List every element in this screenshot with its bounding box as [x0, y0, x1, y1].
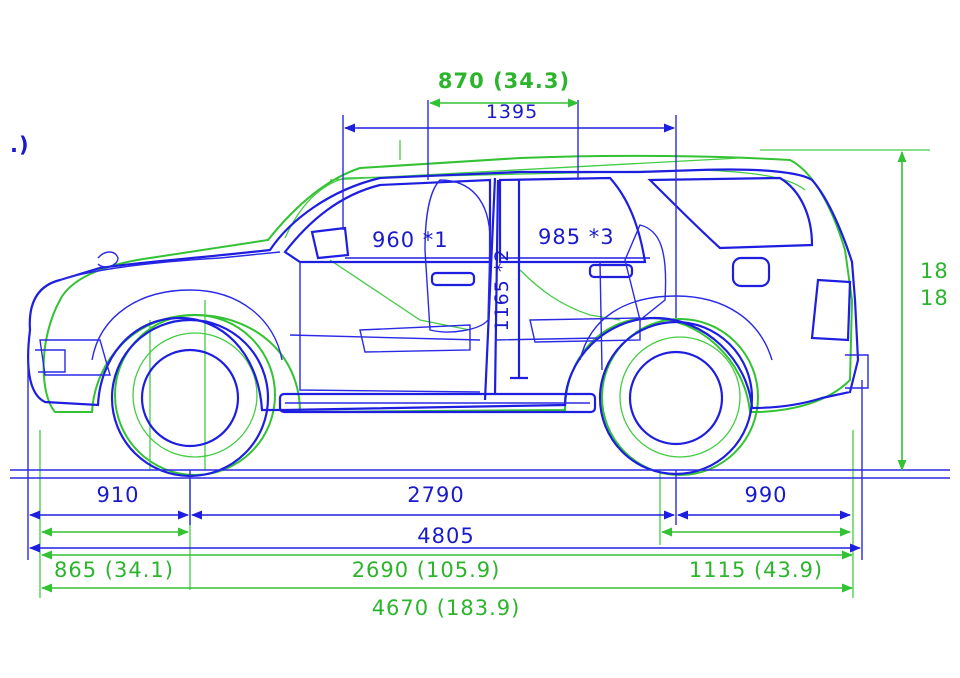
- green-header-dim: 870 (34.3): [438, 69, 570, 93]
- green-wheelbase: 2690 (105.9): [352, 558, 501, 582]
- right-edge-mark-1: 18: [920, 259, 949, 283]
- blue-overall-length: 4805: [417, 524, 474, 548]
- current-model-outline: [10, 100, 950, 560]
- green-front-overhang: 865 (34.1): [54, 558, 174, 582]
- interior-height-label: 1165 *2: [491, 249, 513, 332]
- front-legroom-label: 960 *1: [372, 228, 449, 252]
- rear-legroom-label: 985 *3: [538, 225, 615, 249]
- green-rear-overhang: 1115 (43.9): [689, 558, 823, 582]
- blue-header-dim: 1395: [486, 101, 538, 123]
- dimension-labels: 870 (34.3) 1395 960 *1 985 *3 1165 *2 .)…: [10, 69, 949, 620]
- blue-rear-overhang: 990: [744, 483, 787, 507]
- left-edge-mark: .): [10, 133, 30, 157]
- blue-front-overhang: 910: [96, 483, 139, 507]
- right-edge-mark-2: 18: [920, 286, 949, 310]
- dimension-lines: [28, 98, 907, 593]
- green-overall-length: 4670 (183.9): [372, 596, 521, 620]
- blue-wheelbase: 2790: [407, 483, 464, 507]
